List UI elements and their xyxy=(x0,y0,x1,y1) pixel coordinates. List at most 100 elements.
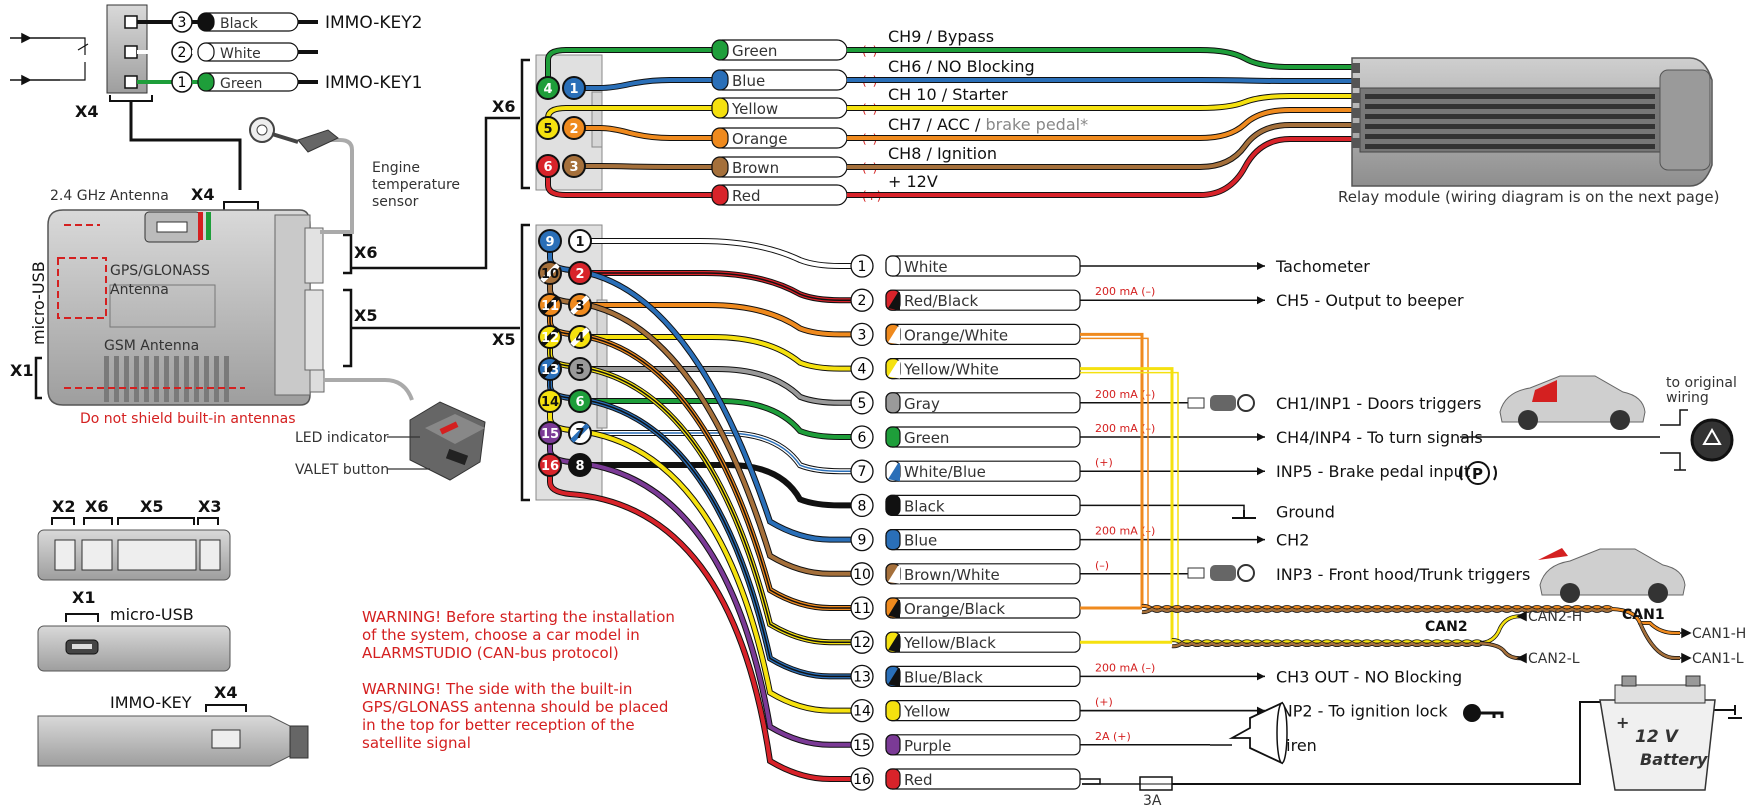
relay-wire-function: CH9 / Bypass xyxy=(888,27,994,46)
conn-micro-usb-label: micro-USB xyxy=(110,605,194,624)
relay-wire-label: Orange xyxy=(732,130,787,148)
x5-wire-number-circle xyxy=(850,767,874,791)
x5-wire xyxy=(591,239,860,268)
led-valet-module xyxy=(409,401,486,481)
car-doors-icon xyxy=(1499,375,1646,430)
x5-wire-number: 15 xyxy=(853,738,871,754)
warning-line: GPS/GLONASS antenna should be placed xyxy=(362,698,668,716)
relay-wire xyxy=(585,164,712,169)
conn-immo-key-label: IMMO-KEY xyxy=(110,693,192,712)
x5-pin-right-number: 6 xyxy=(575,395,584,410)
x5-wire-spec: (–) xyxy=(1095,559,1109,572)
x5-pin-left-number: 11 xyxy=(541,299,559,314)
immo-target-label: IMMO-KEY2 xyxy=(325,13,422,33)
engine-label-3: sensor xyxy=(372,194,419,210)
brake-pedal-icon: P xyxy=(1459,461,1497,485)
hazard-button-icon xyxy=(1690,418,1734,462)
x5-pin-left-number-circle xyxy=(538,453,562,477)
svg-text:+: + xyxy=(1616,713,1629,732)
can2h-label: CAN2-H xyxy=(1528,609,1582,625)
x5-wire-number: 5 xyxy=(858,396,867,412)
can2l-label: CAN2-L xyxy=(1528,651,1580,667)
x5-pin-right-number-circle xyxy=(568,389,592,413)
relay-pin-number-circle xyxy=(536,76,560,100)
x5-wire-number: 7 xyxy=(858,464,867,480)
x5-wire-number-circle xyxy=(850,562,874,586)
x5-wire-number-circle xyxy=(850,391,874,415)
x6-cable xyxy=(351,116,520,270)
x5-pin-right-number: 8 xyxy=(575,459,584,474)
warning-line: satellite signal xyxy=(362,734,471,752)
relay-wire-label: Yellow xyxy=(731,100,778,118)
ground-symbol xyxy=(1232,510,1256,519)
x5-wire-label: Orange/White xyxy=(904,326,1008,344)
x5-wire-function: Ground xyxy=(1276,502,1335,521)
engine-label-2: temperature xyxy=(372,177,460,193)
immo-pin-number: 2 xyxy=(178,45,187,61)
x5-pin-right-number-circle xyxy=(568,229,592,253)
immo-relay-symbol xyxy=(60,37,89,81)
micro-usb-side-label: micro-USB xyxy=(29,261,48,345)
relay-wire-function: CH 10 / Starter xyxy=(888,85,1008,104)
x5-pin-left-number: 12 xyxy=(541,331,559,346)
x5-wire-number-circle xyxy=(850,493,874,518)
x5-wire xyxy=(548,476,860,781)
siren-icon xyxy=(1210,701,1288,765)
immo-key-module xyxy=(37,715,291,767)
warning-line: in the top for better reception of the xyxy=(362,716,635,734)
relay-wire xyxy=(585,126,712,140)
engine-sensor-probe xyxy=(297,129,339,153)
relay-wire xyxy=(585,78,712,90)
immo-target-label: IMMO-KEY1 xyxy=(325,73,422,93)
x5-wire-function: CH3 OUT - NO Blocking xyxy=(1276,667,1462,686)
x5-wire-number-circle xyxy=(850,630,874,654)
x5-pin-right-number-circle xyxy=(568,453,592,477)
x5-wire-number: 13 xyxy=(853,669,871,685)
gps-label-1: GPS/GLONASS xyxy=(110,263,210,279)
gps-label-2: Antenna xyxy=(110,282,169,298)
relay-wire xyxy=(546,48,712,77)
x5-wire-spec: 2A (+) xyxy=(1095,730,1131,743)
x5-wire-function: INP5 - Brake pedal input xyxy=(1276,462,1470,481)
battery-voltage: 12 V xyxy=(1635,727,1680,747)
led-cable xyxy=(323,378,414,401)
conn-x4-label: X4 xyxy=(214,683,237,702)
x5-wire-number: 2 xyxy=(858,293,867,309)
x5-wire-number: 11 xyxy=(853,601,871,617)
relay-wire-label: Red xyxy=(732,187,761,205)
x5-wire-spec: 200 mA (–) xyxy=(1095,661,1155,674)
gps-antenna-area xyxy=(57,257,107,319)
relay-pin-number: 3 xyxy=(569,160,578,175)
relay-wire xyxy=(546,177,712,197)
x5-wire-number-circle xyxy=(850,288,874,312)
warning-line: ALARMSTUDIO (CAN-bus protocol) xyxy=(362,644,619,662)
warnings: WARNING! Before starting the installatio… xyxy=(362,608,675,752)
relay-wire-function: + 12V xyxy=(888,172,938,191)
battery-icon: 12 V Battery + xyxy=(1599,675,1716,791)
x5-pin-left-number: 14 xyxy=(541,395,559,410)
conn-x5-label: X5 xyxy=(140,497,163,516)
x6-port xyxy=(304,227,324,284)
x5-wire-number-circle xyxy=(850,322,874,347)
x5-wire-label: Red/Black xyxy=(904,292,978,310)
svg-text:P: P xyxy=(1472,465,1483,483)
conn-x3-label: X3 xyxy=(198,497,221,516)
x5-wire-function: CH1/INP1 - Doors triggers xyxy=(1276,394,1482,413)
x5-wire-spec: (+) xyxy=(1095,456,1113,469)
x5-pin-left-number-circle xyxy=(538,229,562,253)
relay-module-label: Relay module (wiring diagram is on the n… xyxy=(1338,188,1719,206)
x5-pin-right-number-circle xyxy=(568,261,592,285)
x5-wire-number: 10 xyxy=(853,567,871,583)
x1-side-label: X1 xyxy=(10,361,33,380)
x5-wire-spec: (+) xyxy=(1095,696,1113,709)
relay-pin-number-circle xyxy=(536,116,560,140)
relay-pin-number-circle xyxy=(536,154,560,178)
x5-wire-label: White xyxy=(904,258,948,276)
x5-wire-number: 14 xyxy=(853,704,871,720)
relay-wire-label: Blue xyxy=(732,72,765,90)
x5-wire-number-circle xyxy=(850,596,874,620)
